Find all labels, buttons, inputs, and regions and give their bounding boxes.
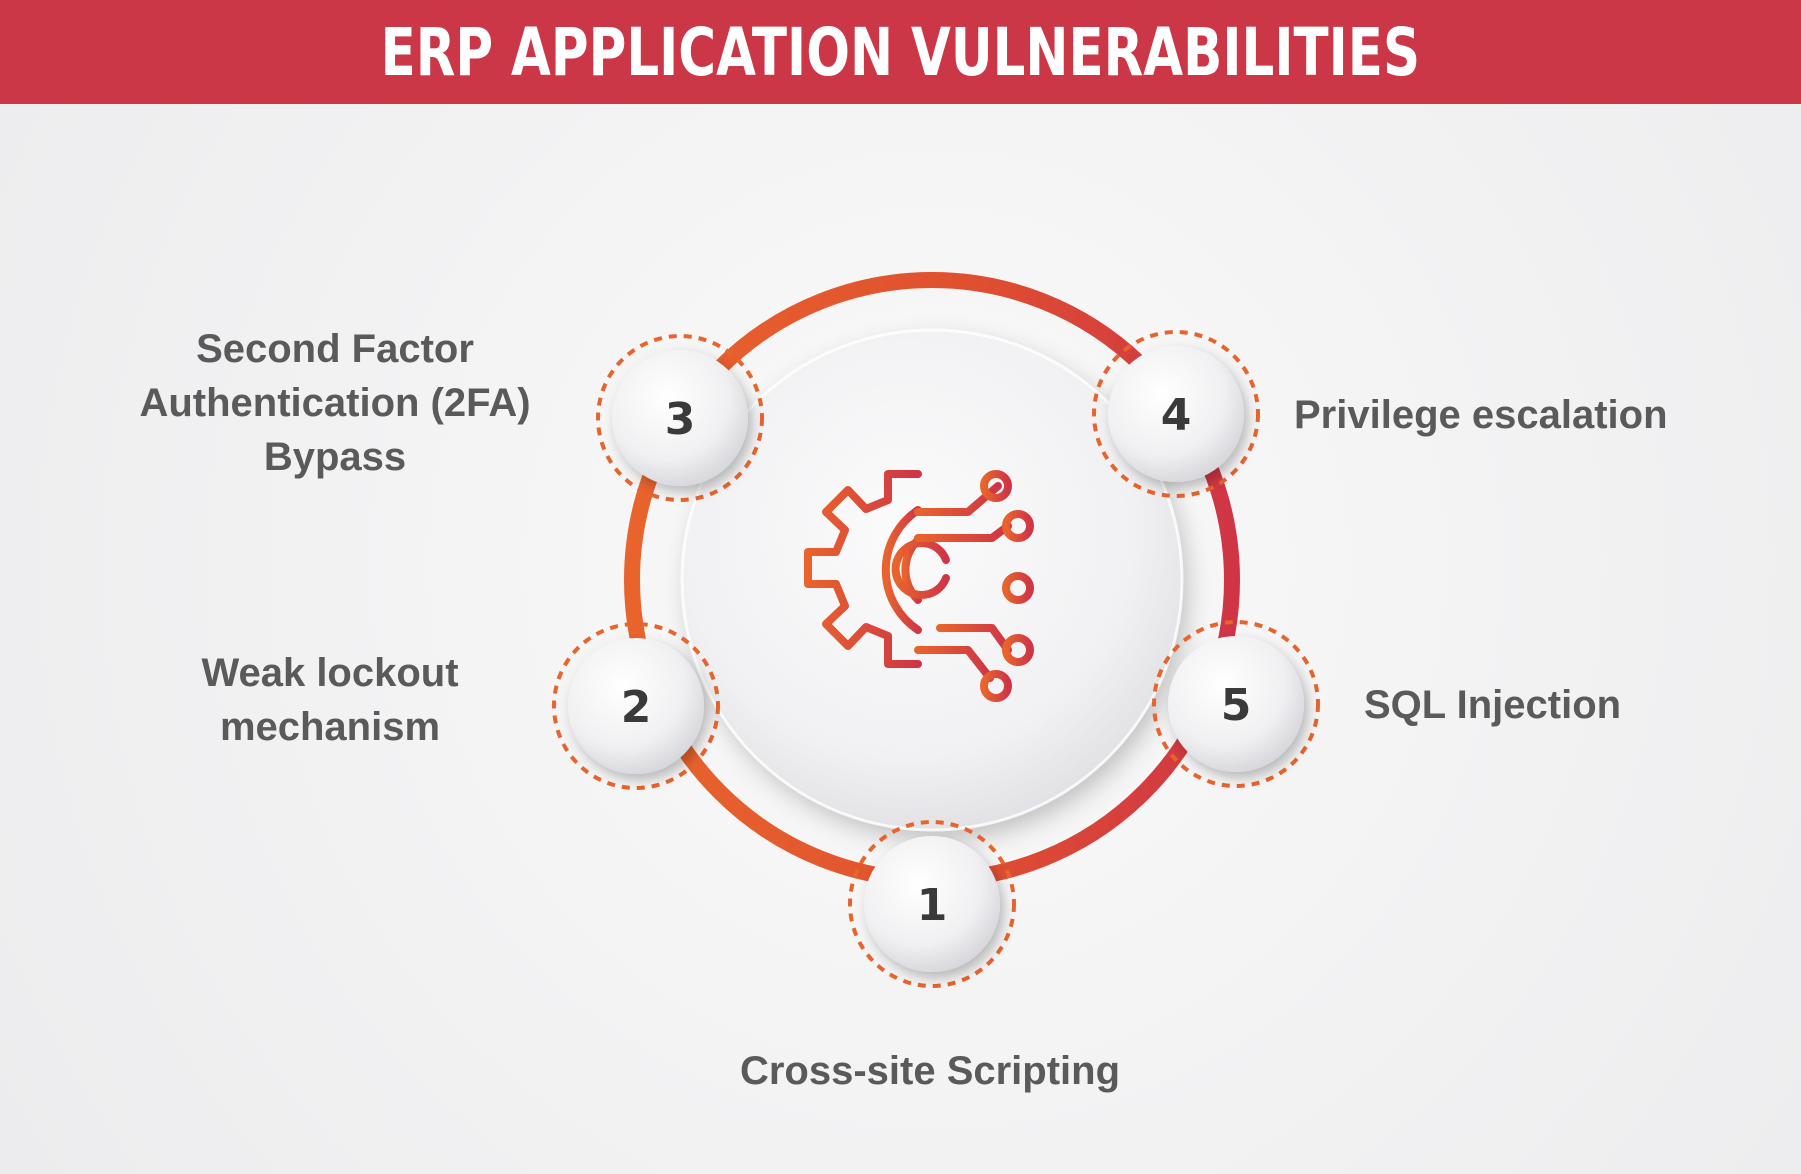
- label-sql-injection: SQL Injection: [1364, 683, 1622, 727]
- node-2: 2: [552, 622, 720, 790]
- label-weak-lockout: Weak lockout mechanism: [201, 651, 459, 749]
- page-title: ERP APPLICATION VULNERABILITIES: [380, 13, 1421, 91]
- title-banner: ERP APPLICATION VULNERABILITIES: [0, 0, 1801, 104]
- label-cross-site-scripting: Cross-site Scripting: [739, 1049, 1121, 1093]
- node-3: 3: [596, 334, 764, 502]
- node-3-number: 3: [665, 394, 696, 445]
- gear-circuit-icon: [804, 470, 1034, 702]
- center-disc-rim: [680, 328, 1184, 832]
- node-5-number: 5: [1221, 680, 1252, 731]
- label-privilege-escalation: Privilege escalation: [1294, 393, 1668, 437]
- node-5: 5: [1152, 620, 1320, 788]
- node-1-number: 1: [917, 880, 948, 931]
- node-4-number: 4: [1161, 390, 1192, 441]
- node-1: 1: [848, 820, 1016, 988]
- node-2-number: 2: [621, 682, 652, 733]
- center-disc: [682, 330, 1182, 830]
- label-2fa-bypass: Second Factor Authentication (2FA) Bypas…: [139, 327, 531, 479]
- node-4: 4: [1092, 330, 1260, 498]
